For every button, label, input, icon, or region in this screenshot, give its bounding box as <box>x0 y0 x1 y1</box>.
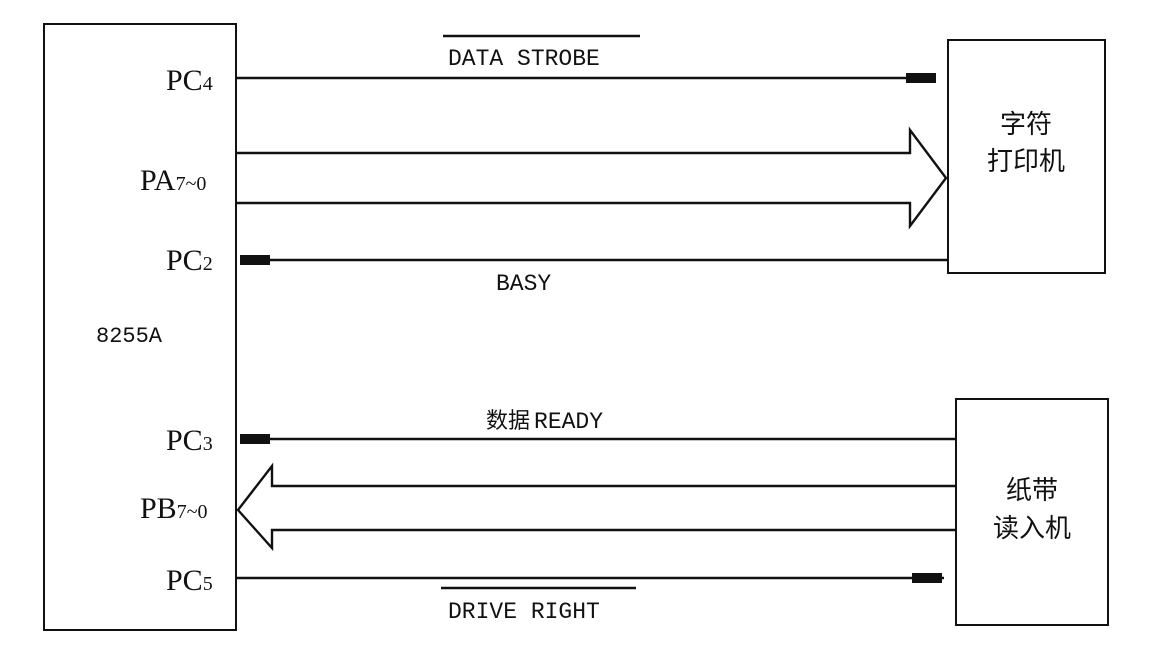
pin-pc3-label: PC3 <box>166 424 213 457</box>
pin-pc5-label: PC5 <box>166 564 213 597</box>
ready-arrowhead <box>240 434 270 444</box>
pa-bus-arrow <box>236 126 948 230</box>
chip-label: 8255A <box>96 324 163 349</box>
reader-label-line2: 读入机 <box>993 514 1071 544</box>
data-strobe-label: DATA STROBE <box>448 46 600 72</box>
pin-pc4-label: PC4 <box>166 64 213 97</box>
basy-arrowhead <box>240 255 270 265</box>
pin-pb-label: PB7~0 <box>140 492 208 525</box>
tape-reader-box <box>955 398 1109 626</box>
basy-label: BASY <box>496 271 551 297</box>
printer-box <box>947 39 1106 274</box>
pin-pa-label: PA7~0 <box>140 164 206 197</box>
drive-right-arrowhead <box>912 573 942 583</box>
data-strobe-arrowhead <box>906 73 936 83</box>
reader-label-line1: 纸带 <box>1006 476 1058 506</box>
pin-pc2-label: PC2 <box>166 244 213 277</box>
printer-label-line1: 字符 <box>1000 110 1052 140</box>
pb-bus-arrow <box>236 462 956 552</box>
printer-label-line2: 打印机 <box>987 147 1065 177</box>
drive-right-label: DRIVE RIGHT <box>448 599 600 625</box>
chip-8255a-box <box>43 23 237 631</box>
